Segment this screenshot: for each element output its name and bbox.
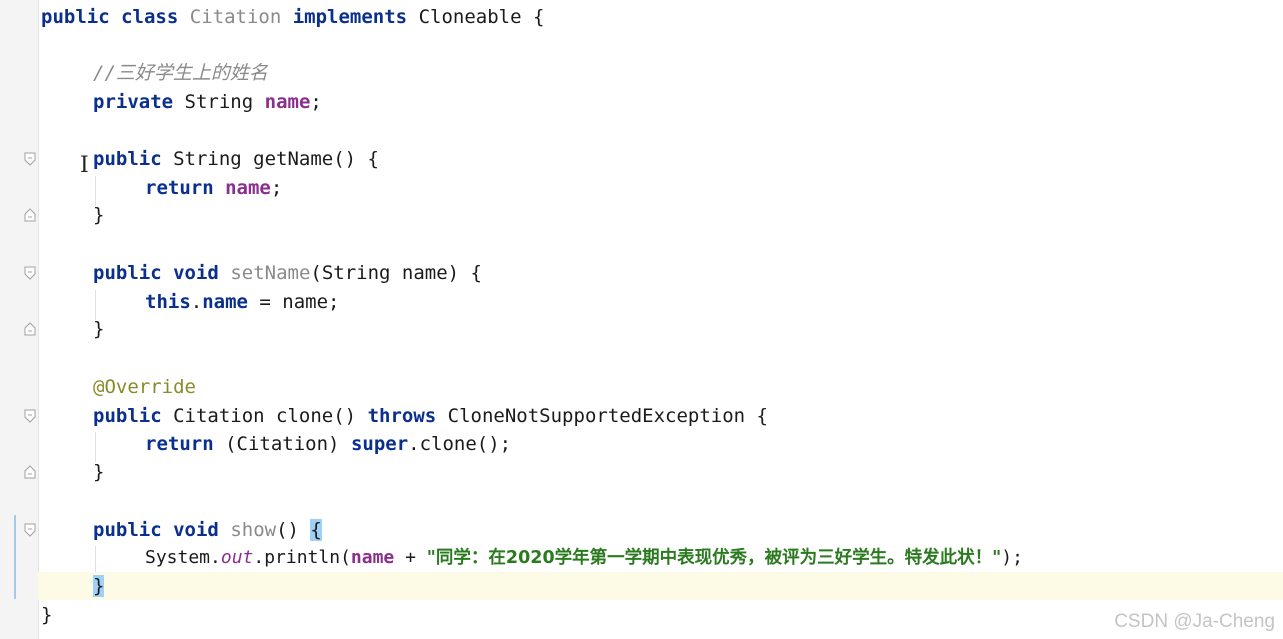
text-cursor-icon: I (80, 153, 89, 178)
fold-open-icon[interactable] (24, 152, 36, 166)
indent-guide (95, 546, 96, 576)
code-line: public void setName(String name) { (93, 262, 482, 284)
fold-open-icon[interactable] (24, 409, 36, 423)
code-line: public Citation clone() throws CloneNotS… (93, 405, 768, 427)
fold-open-icon[interactable] (24, 266, 36, 280)
code-line: public String getName() { (93, 148, 379, 170)
code-line: this.name = name; (145, 291, 340, 313)
watermark: CSDN @Ja-Cheng (1114, 611, 1275, 632)
current-line: } (38, 572, 1283, 600)
code-comment: //三好学生上的姓名 (93, 62, 268, 84)
code-line: public void show() { (93, 519, 322, 541)
code-line: public class Citation implements Cloneab… (41, 6, 545, 28)
editor-gutter (0, 0, 39, 639)
code-line: } (41, 604, 53, 626)
fold-open-icon[interactable] (24, 523, 36, 537)
fold-close-icon[interactable] (24, 465, 36, 479)
change-marker (14, 515, 16, 599)
code-line: System.out.println(name + "同学：在2020学年第一学… (145, 547, 1023, 568)
fold-close-icon[interactable] (24, 322, 36, 336)
fold-close-icon[interactable] (24, 208, 36, 222)
code-line: } (93, 204, 105, 226)
code-line: } (93, 461, 105, 483)
code-line: } (93, 318, 105, 340)
code-line: private String name; (93, 91, 322, 113)
code-line: return (Citation) super.clone(); (145, 433, 512, 455)
indent-guide (95, 290, 96, 320)
code-line: return name; (145, 177, 283, 199)
indent-guide (95, 432, 96, 462)
code-annotation: @Override (93, 376, 196, 398)
indent-guide (95, 176, 96, 206)
